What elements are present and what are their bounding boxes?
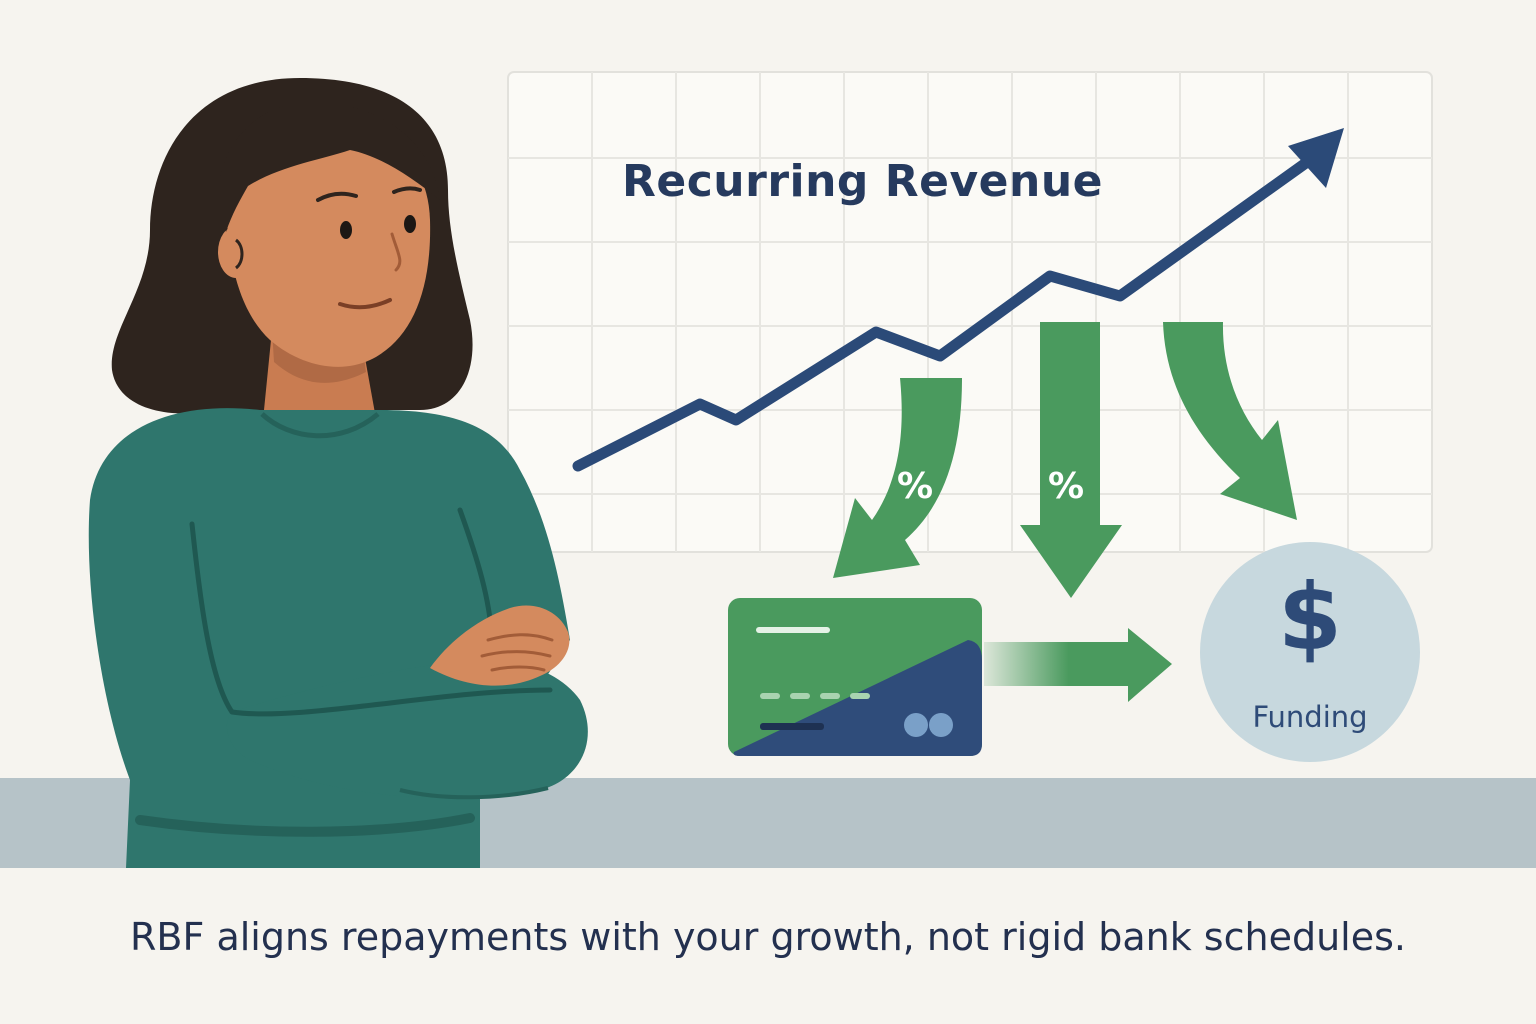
repayment-arrow-left	[833, 378, 962, 578]
repayment-arrow-middle	[1020, 322, 1122, 598]
percent-label-left: %	[897, 466, 934, 507]
transfer-arrow	[984, 628, 1172, 702]
repayment-arrow-right	[1163, 322, 1297, 520]
caption: RBF aligns repayments with your growth, …	[130, 915, 1406, 959]
trend-arrow-icon	[572, 128, 1344, 472]
percent-label-middle: %	[1048, 466, 1085, 507]
funding-label: Funding	[1252, 700, 1368, 734]
chart-board	[507, 71, 1433, 553]
caption-strip	[0, 868, 1536, 1024]
funding-circle	[1200, 542, 1420, 762]
person	[88, 78, 588, 868]
credit-card-icon	[728, 598, 982, 756]
chart-title: Recurring Revenue	[622, 156, 1103, 207]
dollar-icon: $	[1277, 564, 1342, 671]
